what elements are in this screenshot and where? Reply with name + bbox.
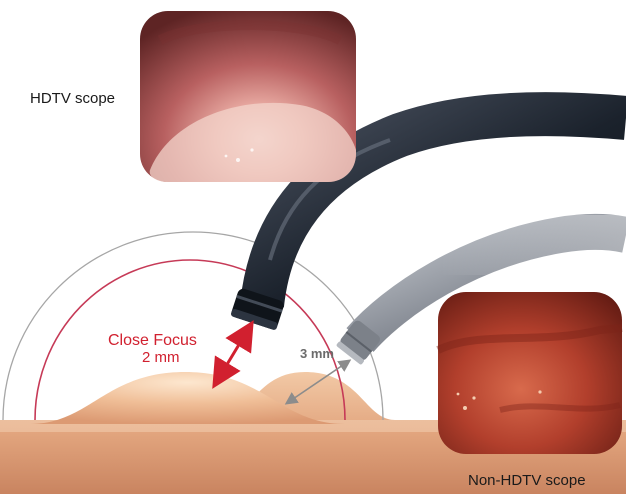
close-focus-arrow: [220, 333, 246, 376]
close-focus-label: Close Focus: [108, 332, 197, 350]
non-hdtv-distance-label: 3 mm: [300, 346, 334, 361]
non-hdtv-image: [438, 292, 622, 454]
non-hdtv-scope-label: Non-HDTV scope: [468, 472, 586, 489]
hdtv-scope-label: HDTV scope: [30, 90, 115, 107]
close-focus-distance: 2 mm: [142, 349, 180, 366]
hdtv-image: [140, 11, 356, 182]
